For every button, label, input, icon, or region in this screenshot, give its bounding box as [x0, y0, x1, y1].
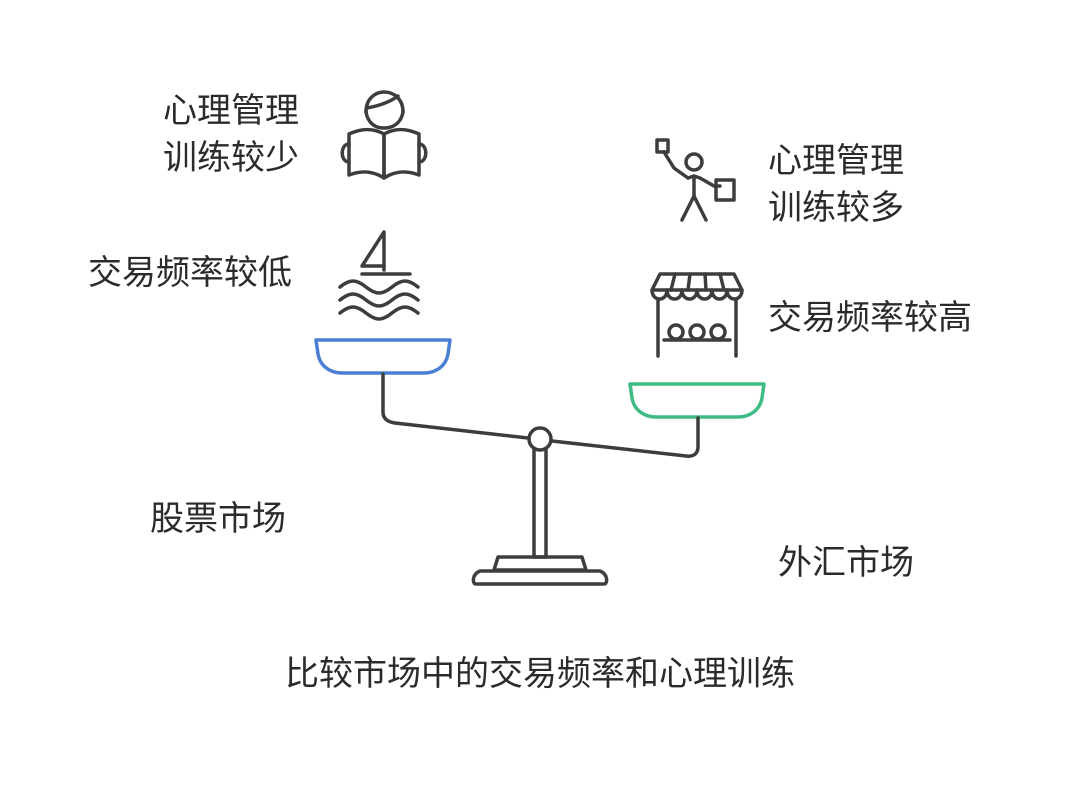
left-market-label: 股票市场: [150, 499, 286, 539]
balance-scale-icon: [381, 372, 700, 586]
sailboat-on-waves-icon: [338, 230, 420, 321]
right-scale-pan: [628, 382, 766, 419]
person-reading-book-icon: [340, 90, 428, 180]
right-market-label: 外汇市场: [778, 543, 914, 583]
left-training-label: 心理管理 训练较少: [163, 88, 299, 182]
right-training-label: 心理管理 训练较多: [768, 138, 904, 232]
left-frequency-label: 交易频率较低: [88, 253, 292, 293]
right-training-line-2: 训练较多: [768, 188, 904, 228]
left-scale-pan: [314, 338, 452, 375]
market-stall-icon: [650, 272, 744, 358]
diagram-caption: 比较市场中的交易频率和心理训练: [285, 654, 795, 694]
right-training-line-1: 心理管理: [768, 141, 904, 181]
left-training-line-1: 心理管理: [163, 91, 299, 131]
person-juggling-tasks-icon: [655, 138, 736, 222]
right-frequency-label: 交易频率较高: [768, 298, 972, 338]
left-training-line-2: 训练较少: [163, 138, 299, 178]
